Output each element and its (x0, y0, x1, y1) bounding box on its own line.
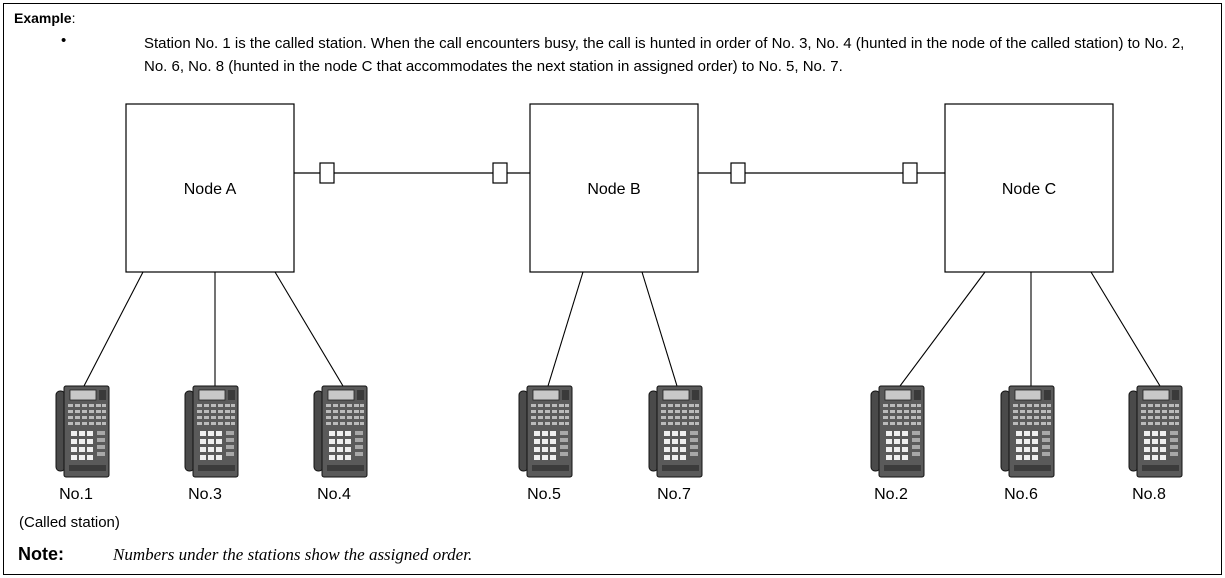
trunk-link-b-c (698, 162, 945, 184)
telephone-icon (648, 385, 703, 478)
node-c: Node C (944, 103, 1114, 273)
example-description: Station No. 1 is the called station. Whe… (144, 35, 1185, 75)
node-a-label: Node A (184, 181, 237, 198)
telephone-icon (184, 385, 239, 478)
trunk-connector-icon (319, 162, 335, 184)
station-label: No.3 (188, 486, 222, 503)
trunk-connector-icon (730, 162, 746, 184)
node-a: Node A (125, 103, 295, 273)
trunk-connector-icon (492, 162, 508, 184)
station-links (83, 271, 1161, 387)
station-label: No.5 (527, 486, 561, 503)
telephone-icon (870, 385, 925, 478)
station-label: No.7 (657, 486, 691, 503)
example-heading: Example: (14, 10, 76, 26)
station-label: No.8 (1132, 486, 1166, 503)
figure-frame (3, 3, 1222, 575)
telephone-icon (1128, 385, 1183, 478)
telephone-icon (518, 385, 573, 478)
node-c-label: Node C (1002, 181, 1056, 198)
trunk-link-a-b (294, 162, 530, 184)
bullet-point: • (61, 32, 67, 49)
trunk-connector-icon (902, 162, 918, 184)
station-label: No.4 (317, 486, 351, 503)
note: Note: Numbers under the stations show the… (18, 544, 472, 565)
station-label: No.1 (59, 486, 93, 503)
note-text: Numbers under the stations show the assi… (113, 545, 473, 564)
telephone-icon (313, 385, 368, 478)
station-label: No.6 (1004, 486, 1038, 503)
node-b: Node B (529, 103, 699, 273)
called-station-label: (Called station) (19, 514, 120, 531)
telephone-icon (1000, 385, 1055, 478)
station-label: No.2 (874, 486, 908, 503)
telephone-icon (55, 385, 110, 478)
note-label: Note: (18, 544, 64, 564)
node-b-label: Node B (587, 181, 640, 198)
